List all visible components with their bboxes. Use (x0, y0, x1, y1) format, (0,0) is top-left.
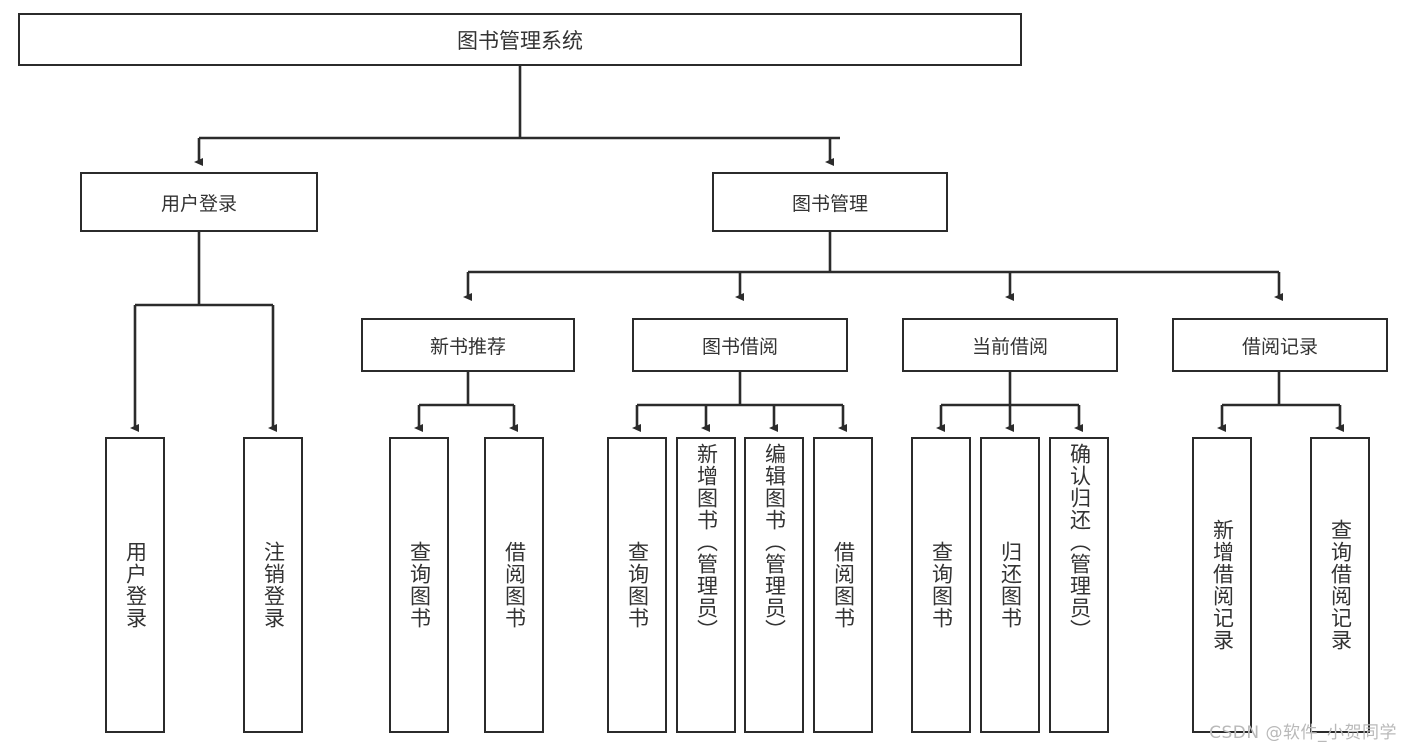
node-current-borrow[interactable]: 当前借阅 (902, 318, 1118, 372)
leaf-label: 查询图书 (929, 541, 954, 629)
leaf-current-borrow-return-book[interactable]: 归还图书 (980, 437, 1040, 733)
leaf-label: 新增图书（管理员） (694, 443, 719, 641)
leaf-book-borrow-edit-book-admin[interactable]: 编辑图书（管理员） (744, 437, 804, 733)
leaf-label: 注销登录 (261, 541, 286, 629)
node-label: 图书管理 (791, 192, 868, 215)
watermark-credit: CSDN @软件_小贺同学 (1209, 723, 1397, 743)
leaf-new-book-borrow-book[interactable]: 借阅图书 (484, 437, 544, 733)
leaf-borrow-record-add-record[interactable]: 新增借阅记录 (1192, 437, 1252, 733)
leaf-current-borrow-confirm-return-admin[interactable]: 确认归还（管理员） (1049, 437, 1109, 733)
leaf-label: 查询借阅记录 (1328, 519, 1353, 651)
node-label: 当前借阅 (971, 335, 1048, 358)
leaf-label: 归还图书 (998, 541, 1023, 629)
leaf-label: 确认归还（管理员） (1067, 443, 1092, 641)
leaf-user-login-login[interactable]: 用户登录 (105, 437, 165, 733)
node-book-management[interactable]: 图书管理 (712, 172, 948, 232)
leaf-user-login-logout[interactable]: 注销登录 (243, 437, 303, 733)
leaf-label: 用户登录 (123, 541, 148, 629)
node-label: 新书推荐 (429, 335, 506, 358)
leaf-label: 借阅图书 (502, 541, 527, 629)
leaf-book-borrow-query-book[interactable]: 查询图书 (607, 437, 667, 733)
node-label: 借阅记录 (1241, 335, 1318, 358)
leaf-label: 新增借阅记录 (1210, 519, 1235, 651)
node-label: 图书管理系统 (457, 28, 583, 53)
node-borrow-record[interactable]: 借阅记录 (1172, 318, 1388, 372)
node-book-borrow[interactable]: 图书借阅 (632, 318, 848, 372)
node-label: 图书借阅 (701, 335, 778, 358)
leaf-label: 编辑图书（管理员） (762, 443, 787, 641)
node-root-book-management-system[interactable]: 图书管理系统 (18, 13, 1022, 66)
node-user-login[interactable]: 用户登录 (80, 172, 318, 232)
leaf-borrow-record-query-record[interactable]: 查询借阅记录 (1310, 437, 1370, 733)
leaf-label: 查询图书 (407, 541, 432, 629)
node-label: 用户登录 (160, 192, 237, 215)
leaf-book-borrow-add-book-admin[interactable]: 新增图书（管理员） (676, 437, 736, 733)
node-new-book-recommend[interactable]: 新书推荐 (361, 318, 575, 372)
leaf-label: 查询图书 (625, 541, 650, 629)
leaf-current-borrow-query-book[interactable]: 查询图书 (911, 437, 971, 733)
leaf-new-book-query-book[interactable]: 查询图书 (389, 437, 449, 733)
leaf-book-borrow-borrow-book[interactable]: 借阅图书 (813, 437, 873, 733)
leaf-label: 借阅图书 (831, 541, 856, 629)
